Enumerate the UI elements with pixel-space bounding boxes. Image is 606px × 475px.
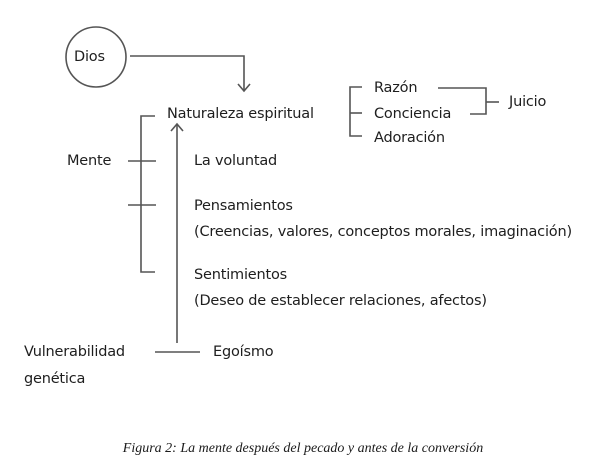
node-sentimientos: Sentimientos <box>194 267 288 283</box>
node-juicio: Juicio <box>509 94 547 110</box>
node-vulnerabilidad-genetica: genética <box>24 371 86 387</box>
node-mente: Mente <box>67 153 112 169</box>
node-sentimientos-detalle: (Deseo de establecer relaciones, afectos… <box>194 293 487 309</box>
node-dios: Dios <box>74 49 105 65</box>
dios-to-naturaleza-arrow <box>130 55 245 91</box>
node-egoismo: Egoísmo <box>213 344 274 360</box>
figure-caption: Figura 2: La mente después del pecado y … <box>122 441 484 456</box>
node-pensamientos-detalle: (Creencias, valores, conceptos morales, … <box>194 224 572 240</box>
node-voluntad: La voluntad <box>194 153 278 169</box>
node-naturaleza-espiritual: Naturaleza espiritual <box>167 106 314 122</box>
juicio-bracket <box>438 87 487 115</box>
node-vulnerabilidad: Vulnerabilidad <box>24 344 125 360</box>
naturaleza-bracket <box>349 86 362 137</box>
node-pensamientos: Pensamientos <box>194 198 293 214</box>
mente-bracket <box>140 115 155 273</box>
arrowhead-down <box>237 83 251 93</box>
dios-circle <box>65 26 127 88</box>
arrowhead-up <box>170 122 184 132</box>
node-razon: Razón <box>374 80 418 96</box>
node-adoracion: Adoración <box>374 130 445 146</box>
node-conciencia: Conciencia <box>374 106 452 122</box>
